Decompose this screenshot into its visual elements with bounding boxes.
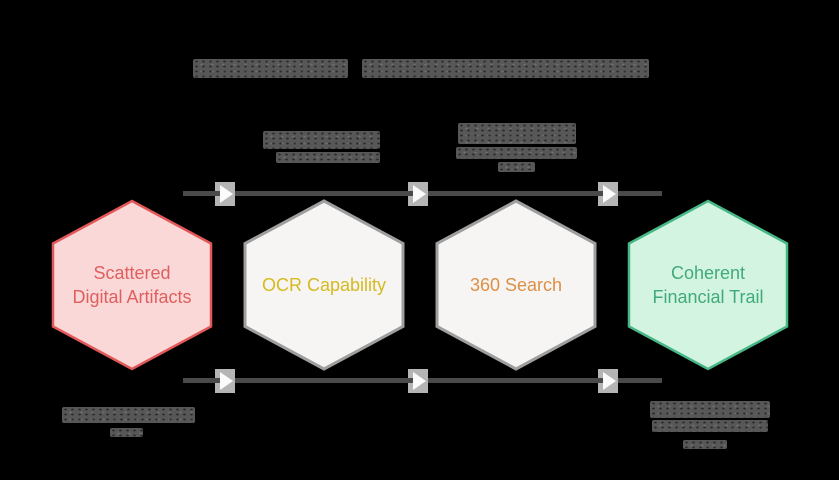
arrowhead-icon (408, 369, 428, 393)
arrow-triangle-icon (603, 185, 616, 203)
node1-caption-redacted-line1 (62, 407, 195, 423)
title-redacted-segment (362, 59, 649, 78)
node1-caption-redacted-line2 (110, 428, 143, 437)
title-redacted-segment (193, 59, 348, 78)
node-label: Coherent Financial Trail (652, 262, 764, 307)
arrowhead-icon (215, 182, 235, 206)
line-stub (408, 378, 413, 383)
arrowhead-icon (215, 369, 235, 393)
node3-annotation-redacted-line3 (498, 162, 535, 172)
hexagon-node-coherent-financial-trail: Coherent Financial Trail (626, 199, 790, 371)
hexagon-polygon (435, 199, 597, 371)
hexagon-node-scattered-digital-artifacts: Scattered Digital Artifacts (50, 199, 214, 371)
hexagon-shape (435, 199, 597, 371)
node2-annotation-redacted-line2 (276, 152, 380, 163)
node3-annotation-redacted-line2 (456, 147, 577, 159)
line-stub (598, 378, 603, 383)
node-label: 360 Search (469, 274, 563, 295)
hexagon-shape (627, 199, 789, 371)
arrow-triangle-icon (413, 372, 426, 390)
hexagon-polygon (51, 199, 213, 371)
line-stub (215, 378, 220, 383)
node4-caption-redacted-line3 (683, 440, 727, 449)
line-stub (408, 191, 413, 196)
node-label: Scattered Digital Artifacts (72, 262, 192, 307)
line-stub (215, 191, 220, 196)
hexagon-shape (243, 199, 405, 371)
hexagon-shape (51, 199, 213, 371)
arrowhead-icon (598, 369, 618, 393)
node2-annotation-redacted-line1 (263, 131, 380, 149)
arrow-triangle-icon (220, 185, 233, 203)
arrow-triangle-icon (220, 372, 233, 390)
hexagon-polygon (243, 199, 405, 371)
arrowhead-icon (598, 182, 618, 206)
node3-annotation-redacted-line1 (458, 123, 576, 144)
hexagon-node-360-search: 360 Search (434, 199, 598, 371)
node-label: OCR Capability (261, 274, 387, 295)
arrowhead-icon (408, 182, 428, 206)
line-stub (598, 191, 603, 196)
node4-caption-redacted-line2 (652, 420, 768, 432)
node4-caption-redacted-line1 (650, 401, 770, 418)
arrow-triangle-icon (603, 372, 616, 390)
hexagon-polygon (627, 199, 789, 371)
hexagon-node-ocr-capability: OCR Capability (242, 199, 406, 371)
arrow-triangle-icon (413, 185, 426, 203)
